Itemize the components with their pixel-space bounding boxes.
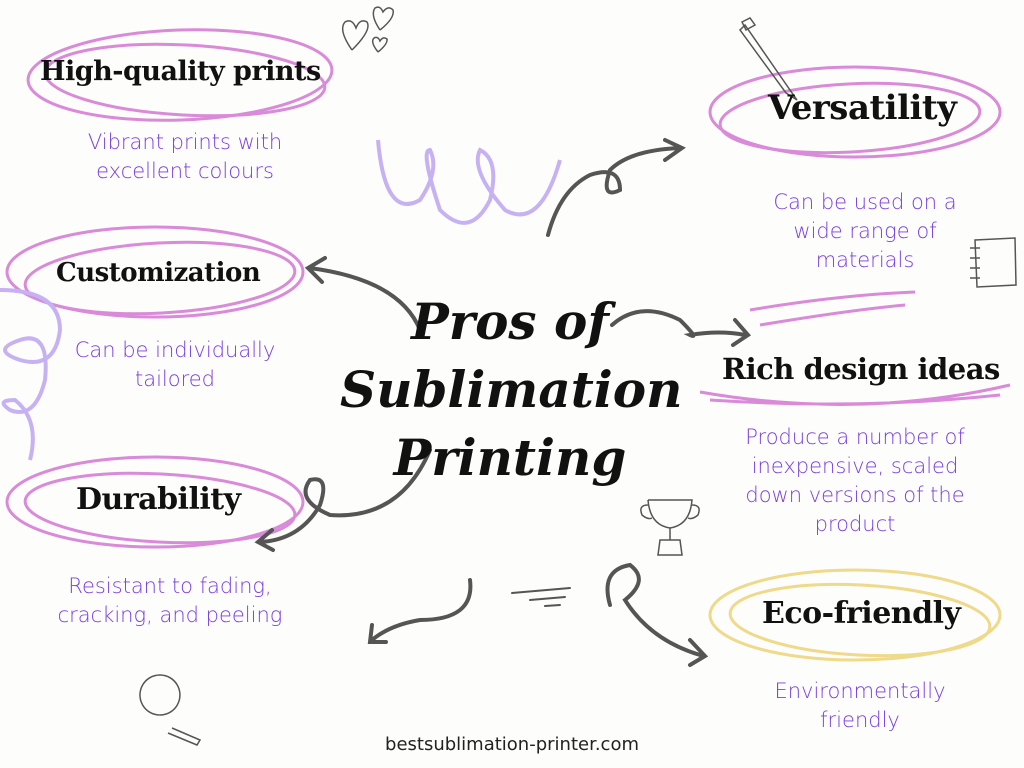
description-line: Resistant to fading,: [68, 574, 272, 598]
circle-customization-2: [23, 240, 297, 316]
description-eco-friendly: Environmentally friendly: [715, 677, 1005, 735]
circle-durability: [5, 455, 305, 549]
description-versatility: Can be used on a wide range of materials: [720, 188, 1010, 275]
title-line: Pros of: [411, 292, 609, 351]
arrow-rich-design: [610, 309, 751, 347]
description-line: Vibrant prints with: [87, 130, 283, 154]
arrow-bottom: [367, 578, 473, 644]
description-line: excellent colours: [96, 159, 274, 183]
description-line: Can be individually: [74, 338, 276, 362]
description-line: product: [814, 512, 896, 536]
description-line: down versions of the: [745, 483, 965, 507]
description-customization: Can be individually tailored: [30, 336, 320, 394]
description-line: tailored: [134, 367, 216, 391]
circle-durability-2: [23, 471, 297, 545]
arrow-customization: [304, 256, 422, 332]
circle-eco-friendly: [708, 568, 1002, 662]
lavender-swirl-left: [0, 288, 63, 461]
description-durability: Resistant to fading, cracking, and peeli…: [20, 572, 320, 630]
circle-customization: [5, 225, 305, 319]
description-high-quality-prints: Vibrant prints with excellent colours: [40, 128, 330, 186]
pencil-icon: [739, 17, 798, 101]
main-title: Pros of Sublimation Printing: [340, 288, 683, 492]
circle-high-quality-2: [43, 42, 327, 118]
speed-lines: [511, 587, 571, 607]
description-line: Environmentally: [774, 679, 946, 703]
hearts-icon: [341, 6, 394, 53]
title-line: Sublimation: [340, 360, 683, 419]
description-rich-design-ideas: Produce a number of inexpensive, scaled …: [705, 423, 1005, 539]
description-line: cracking, and peeling: [57, 603, 283, 627]
notebook-icon: [970, 237, 1017, 288]
arrow-eco: [605, 562, 709, 667]
circle-high-quality: [26, 28, 334, 122]
trophy-icon: [640, 499, 700, 556]
heading-customization: Customization: [56, 258, 261, 288]
description-line: Produce a number of: [745, 425, 965, 449]
circle-versatility-2: [718, 81, 982, 155]
underline-rich-design: [699, 290, 1011, 406]
heading-durability: Durability: [76, 482, 241, 517]
description-line: inexpensive, scaled: [751, 454, 959, 478]
circle-versatility: [708, 65, 1002, 159]
heading-rich-design-ideas: Rich design ideas: [722, 352, 1000, 386]
arrow-durability: [254, 448, 432, 552]
title-line: Printing: [393, 428, 627, 487]
lavender-swirl-top: [376, 139, 562, 225]
description-line: friendly: [820, 708, 900, 732]
footer-website: bestsublimation-printer.com: [385, 734, 639, 755]
description-line: wide range of: [793, 219, 937, 243]
description-line: Can be used on a: [773, 190, 957, 214]
arrow-versatility: [546, 138, 686, 237]
heading-eco-friendly: Eco-friendly: [762, 596, 961, 631]
magnifier-icon: [139, 674, 202, 746]
heading-high-quality-prints: High-quality prints: [40, 56, 321, 87]
circle-eco-friendly-2: [728, 582, 992, 658]
description-line: materials: [815, 248, 915, 272]
heading-versatility: Versatility: [768, 88, 957, 128]
